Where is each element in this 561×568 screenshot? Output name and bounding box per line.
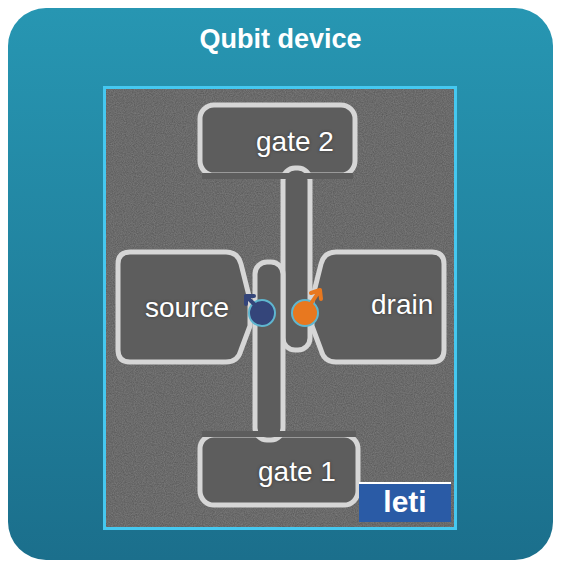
spin-up	[292, 300, 318, 326]
source-pad	[118, 252, 250, 362]
pad-label: gate 1	[258, 456, 336, 488]
gate1-stem	[255, 262, 283, 440]
image-border	[105, 88, 456, 529]
sem-image	[106, 89, 454, 527]
gate2-pad	[200, 105, 355, 175]
pad-label: drain	[371, 289, 433, 321]
gate-pad: gate 1	[258, 456, 336, 488]
title: Qubit device	[0, 22, 561, 56]
drain-pad	[312, 252, 444, 362]
gate2-joint	[202, 173, 353, 179]
logo-text: leti	[359, 484, 451, 520]
drain-pad-label: drain	[371, 289, 433, 321]
gate-pad: gate 2	[256, 126, 334, 158]
logo: leti	[359, 482, 451, 522]
panel	[8, 8, 553, 560]
spin-arrow	[310, 290, 321, 305]
pad-label: source	[145, 292, 229, 324]
sem-noise	[106, 89, 454, 527]
spin-arrow	[246, 296, 256, 306]
gate1-pad	[200, 435, 358, 505]
gate1-joint	[202, 431, 356, 437]
source-pad-label: source	[145, 292, 229, 324]
pad-label: gate 2	[256, 126, 334, 158]
